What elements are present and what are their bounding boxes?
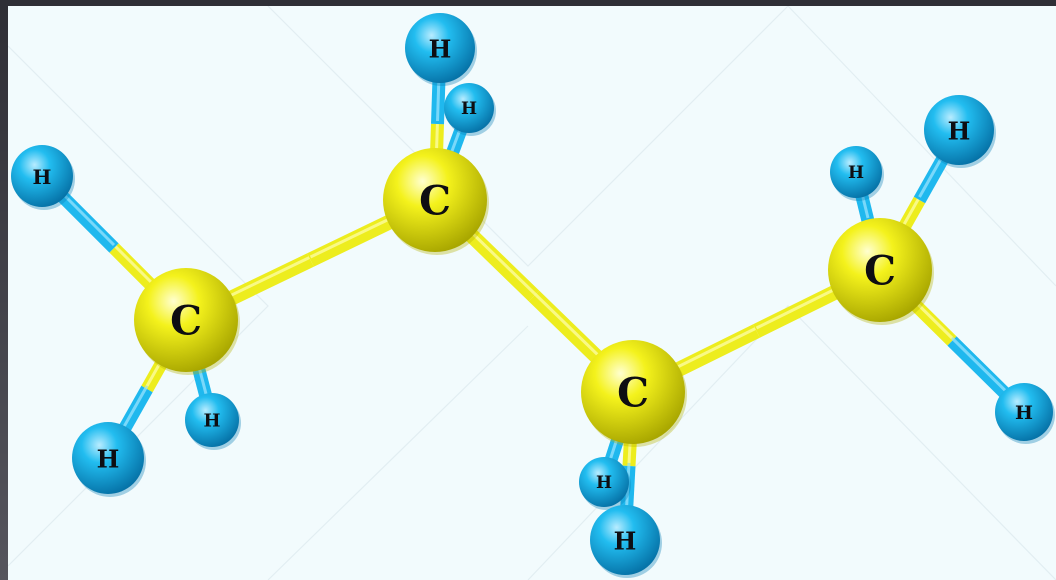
hydrogen-atom-h4: H — [405, 13, 477, 86]
atom-label: H — [429, 35, 452, 64]
hydrogen-atom-h9: H — [924, 95, 996, 168]
hydrogen-atom-h10: H — [995, 383, 1055, 444]
hydrogen-atom-h6: H — [579, 457, 631, 510]
atom-sphere — [995, 383, 1053, 441]
hydrogen-atom-h7: H — [590, 505, 662, 578]
carbon-atom-c1: C — [134, 268, 240, 375]
atom-label: H — [203, 411, 220, 432]
atom-sphere — [828, 218, 932, 322]
atom-label: H — [97, 445, 120, 474]
atom-sphere — [185, 393, 239, 447]
carbon-atom-c4: C — [828, 218, 934, 325]
atom-label: C — [617, 370, 649, 417]
atom-sphere — [581, 340, 685, 444]
atom-label: H — [614, 527, 637, 556]
atom-sphere — [924, 95, 994, 165]
atom-sphere — [830, 146, 882, 198]
atom-label: H — [1015, 402, 1033, 424]
atom-sphere — [134, 268, 238, 372]
atom-label: C — [170, 298, 202, 345]
hydrogen-atom-h5: H — [444, 83, 496, 136]
molecule-canvas: H H H H H H H C C C C H H H — [8, 6, 1056, 580]
atom-label: H — [596, 473, 612, 493]
hydrogen-atom-h1: H — [11, 145, 75, 210]
atom-sphere — [11, 145, 73, 207]
atom-label: C — [419, 178, 451, 225]
atom-sphere — [72, 422, 144, 494]
atom-sphere — [444, 83, 494, 133]
atom-label: C — [864, 248, 896, 295]
atom-sphere — [590, 505, 660, 575]
hydrogen-atom-h3: H — [185, 393, 241, 450]
atom-label: H — [33, 165, 52, 189]
atoms-layer: H H H H H H H C C C C H H H — [11, 13, 1055, 578]
atom-sphere — [383, 148, 487, 252]
butane-ball-and-stick-model: H H H H H H H C C C C H H H — [8, 6, 1056, 580]
carbon-atom-c2: C — [383, 148, 489, 255]
atom-label: H — [461, 99, 477, 119]
hydrogen-atom-h2: H — [72, 422, 146, 497]
atom-sphere — [405, 13, 475, 83]
atom-sphere — [579, 457, 629, 507]
hydrogen-atom-h8: H — [830, 146, 884, 201]
atom-label: H — [948, 117, 971, 146]
carbon-atom-c3: C — [581, 340, 687, 447]
atom-label: H — [848, 163, 864, 183]
